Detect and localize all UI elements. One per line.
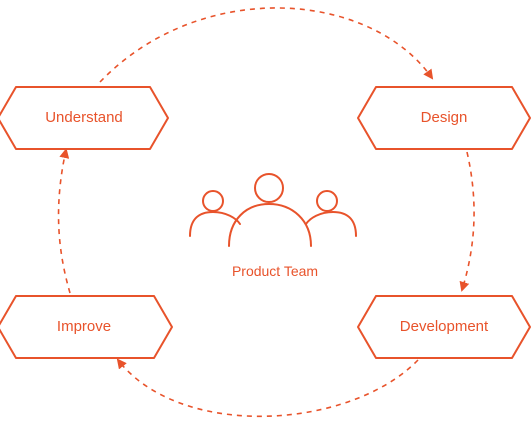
people-group-icon (189, 173, 357, 247)
node-design-shape (357, 86, 531, 150)
node-understand-label: Understand (45, 109, 123, 126)
center-team-label: Product Team (231, 263, 319, 279)
cycle-arrow-understand-to-design (99, 7, 434, 83)
cycle-arrow-improve-to-understand (57, 148, 71, 294)
cycle-arrow-development-to-improve (116, 358, 419, 418)
node-improve-shape (0, 295, 173, 359)
node-improve-label: Improve (56, 318, 112, 335)
node-development-label: Development (399, 318, 489, 335)
cycle-arrow-design-to-development (459, 151, 475, 292)
node-design-label: Design (420, 109, 468, 126)
node-development-shape (357, 295, 531, 359)
node-understand-shape (0, 86, 169, 150)
